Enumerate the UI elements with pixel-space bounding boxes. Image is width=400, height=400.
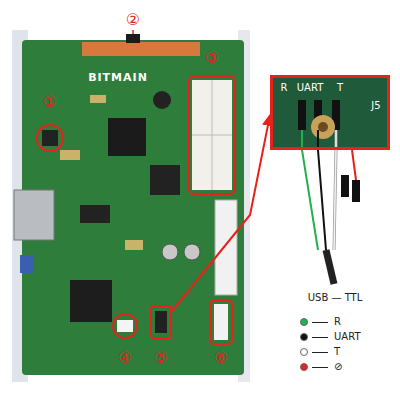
white-connector — [117, 320, 133, 332]
highlight-circle — [113, 314, 137, 338]
transformer — [80, 205, 110, 223]
legend-text: UART — [334, 331, 361, 343]
capacitor — [162, 244, 178, 260]
callout-number: ③ — [205, 49, 219, 67]
zoom-photo — [270, 75, 390, 150]
blue-component — [20, 255, 34, 273]
pin-label: T — [337, 82, 343, 93]
hashboard-connector — [192, 80, 232, 190]
circuit-board — [22, 40, 244, 375]
callout-number: ⑤ — [154, 349, 168, 367]
part-label: USB — TTL — [308, 292, 363, 303]
legend-dash — [312, 322, 328, 323]
dupont-pin — [352, 180, 360, 202]
legend-dash — [312, 367, 328, 368]
pin-label: R — [281, 82, 288, 93]
highlight-frame: ⑤ — [150, 305, 172, 339]
zoom-inset-frame: R UART T J5 — [270, 75, 390, 150]
highlight-frame: ⑥ — [209, 299, 233, 345]
pin-header — [215, 200, 237, 295]
legend-swatch — [300, 333, 308, 341]
legend-swatch — [300, 318, 308, 326]
memory-chip — [70, 280, 112, 322]
component — [60, 150, 80, 160]
legend-text: R — [334, 316, 341, 328]
pin-label: UART — [297, 82, 324, 93]
legend-swatch — [300, 363, 308, 371]
callout-number: ② — [126, 11, 140, 29]
highlight-frame: ③ — [188, 75, 236, 195]
wire — [352, 150, 356, 180]
header-pin — [298, 100, 306, 130]
standoff-hole — [318, 122, 328, 132]
leader-line — [132, 30, 134, 34]
zoom-arrow — [172, 115, 270, 311]
white-connector — [214, 304, 228, 340]
component — [125, 240, 143, 250]
capacitor — [153, 91, 171, 109]
legend-swatch — [300, 348, 308, 356]
orange-connector — [82, 42, 200, 56]
pin-label: J5 — [371, 100, 380, 111]
connector-divider — [192, 135, 232, 136]
legend-dash — [312, 352, 328, 353]
small-connector — [42, 130, 58, 146]
legend-dash — [312, 337, 328, 338]
processor-chip — [108, 118, 146, 156]
component — [90, 95, 106, 103]
part-label: BITMAIN — [88, 72, 148, 84]
usb-cable — [326, 250, 334, 284]
callout-number: ④ — [118, 349, 132, 367]
uart-header — [155, 311, 167, 333]
callout-number: ⑥ — [214, 349, 228, 367]
legend-text: ⊘ — [334, 361, 342, 373]
connector-tab — [126, 34, 140, 43]
capacitor — [184, 244, 200, 260]
callout-number: ① — [43, 93, 57, 111]
legend-text: T — [334, 346, 340, 358]
chip — [150, 165, 180, 195]
brass-standoff — [311, 115, 335, 139]
highlight-frame: ① — [36, 124, 64, 152]
ethernet-jack — [14, 190, 54, 240]
dupont-pin — [341, 175, 349, 197]
